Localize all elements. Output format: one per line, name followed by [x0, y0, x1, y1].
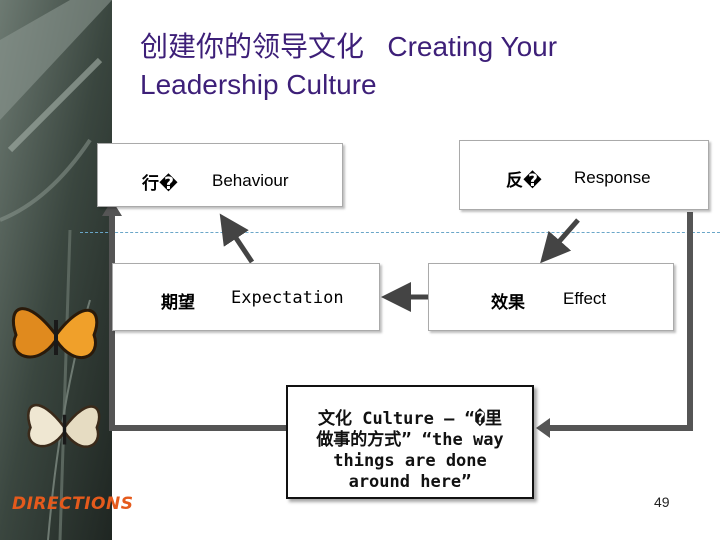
expectation-box: 期望 Expectation — [112, 263, 380, 331]
effect-label-en: Effect — [563, 289, 607, 308]
culture-line-3: things are done — [333, 451, 487, 471]
butterfly-white-icon — [27, 403, 101, 448]
slide-title: 创建你的领导文化 Creating Your Leadership Cultur… — [140, 28, 680, 104]
arrow-response-to-effect — [540, 218, 580, 264]
culture-box: 文化 Culture – “�里 做事的方式” “the way things … — [286, 385, 534, 499]
culture-line-4: around here” — [348, 472, 472, 492]
title-en-line1: Creating Your — [387, 31, 558, 62]
culture-line-2: 做事的方式” “the way — [316, 430, 504, 450]
response-box: 反� Response — [459, 140, 709, 210]
loop-arrow-left-right — [536, 418, 550, 438]
effect-label-zh: 效果 — [491, 293, 525, 313]
behaviour-label-en: Behaviour — [212, 171, 289, 190]
expectation-label-en: Expectation — [231, 288, 344, 308]
culture-line-1: 文化 Culture – “�里 — [317, 409, 503, 429]
dashed-divider — [80, 232, 720, 233]
response-label-en: Response — [574, 168, 651, 187]
expectation-label-zh: 期望 — [161, 293, 195, 313]
effect-box: 效果 Effect — [428, 263, 674, 331]
decorative-sidebar — [0, 0, 112, 540]
behaviour-label-zh: 行� — [142, 174, 178, 194]
title-en-line2: Leadership Culture — [140, 69, 377, 100]
title-zh: 创建你的领导文化 — [140, 31, 365, 62]
response-label-zh: 反� — [506, 171, 542, 191]
page-number: 49 — [654, 494, 670, 510]
behaviour-box: 行� Behaviour — [97, 143, 343, 207]
butterfly-orange-icon — [11, 307, 99, 360]
directions-logo: DIRECTIONS — [12, 494, 134, 514]
